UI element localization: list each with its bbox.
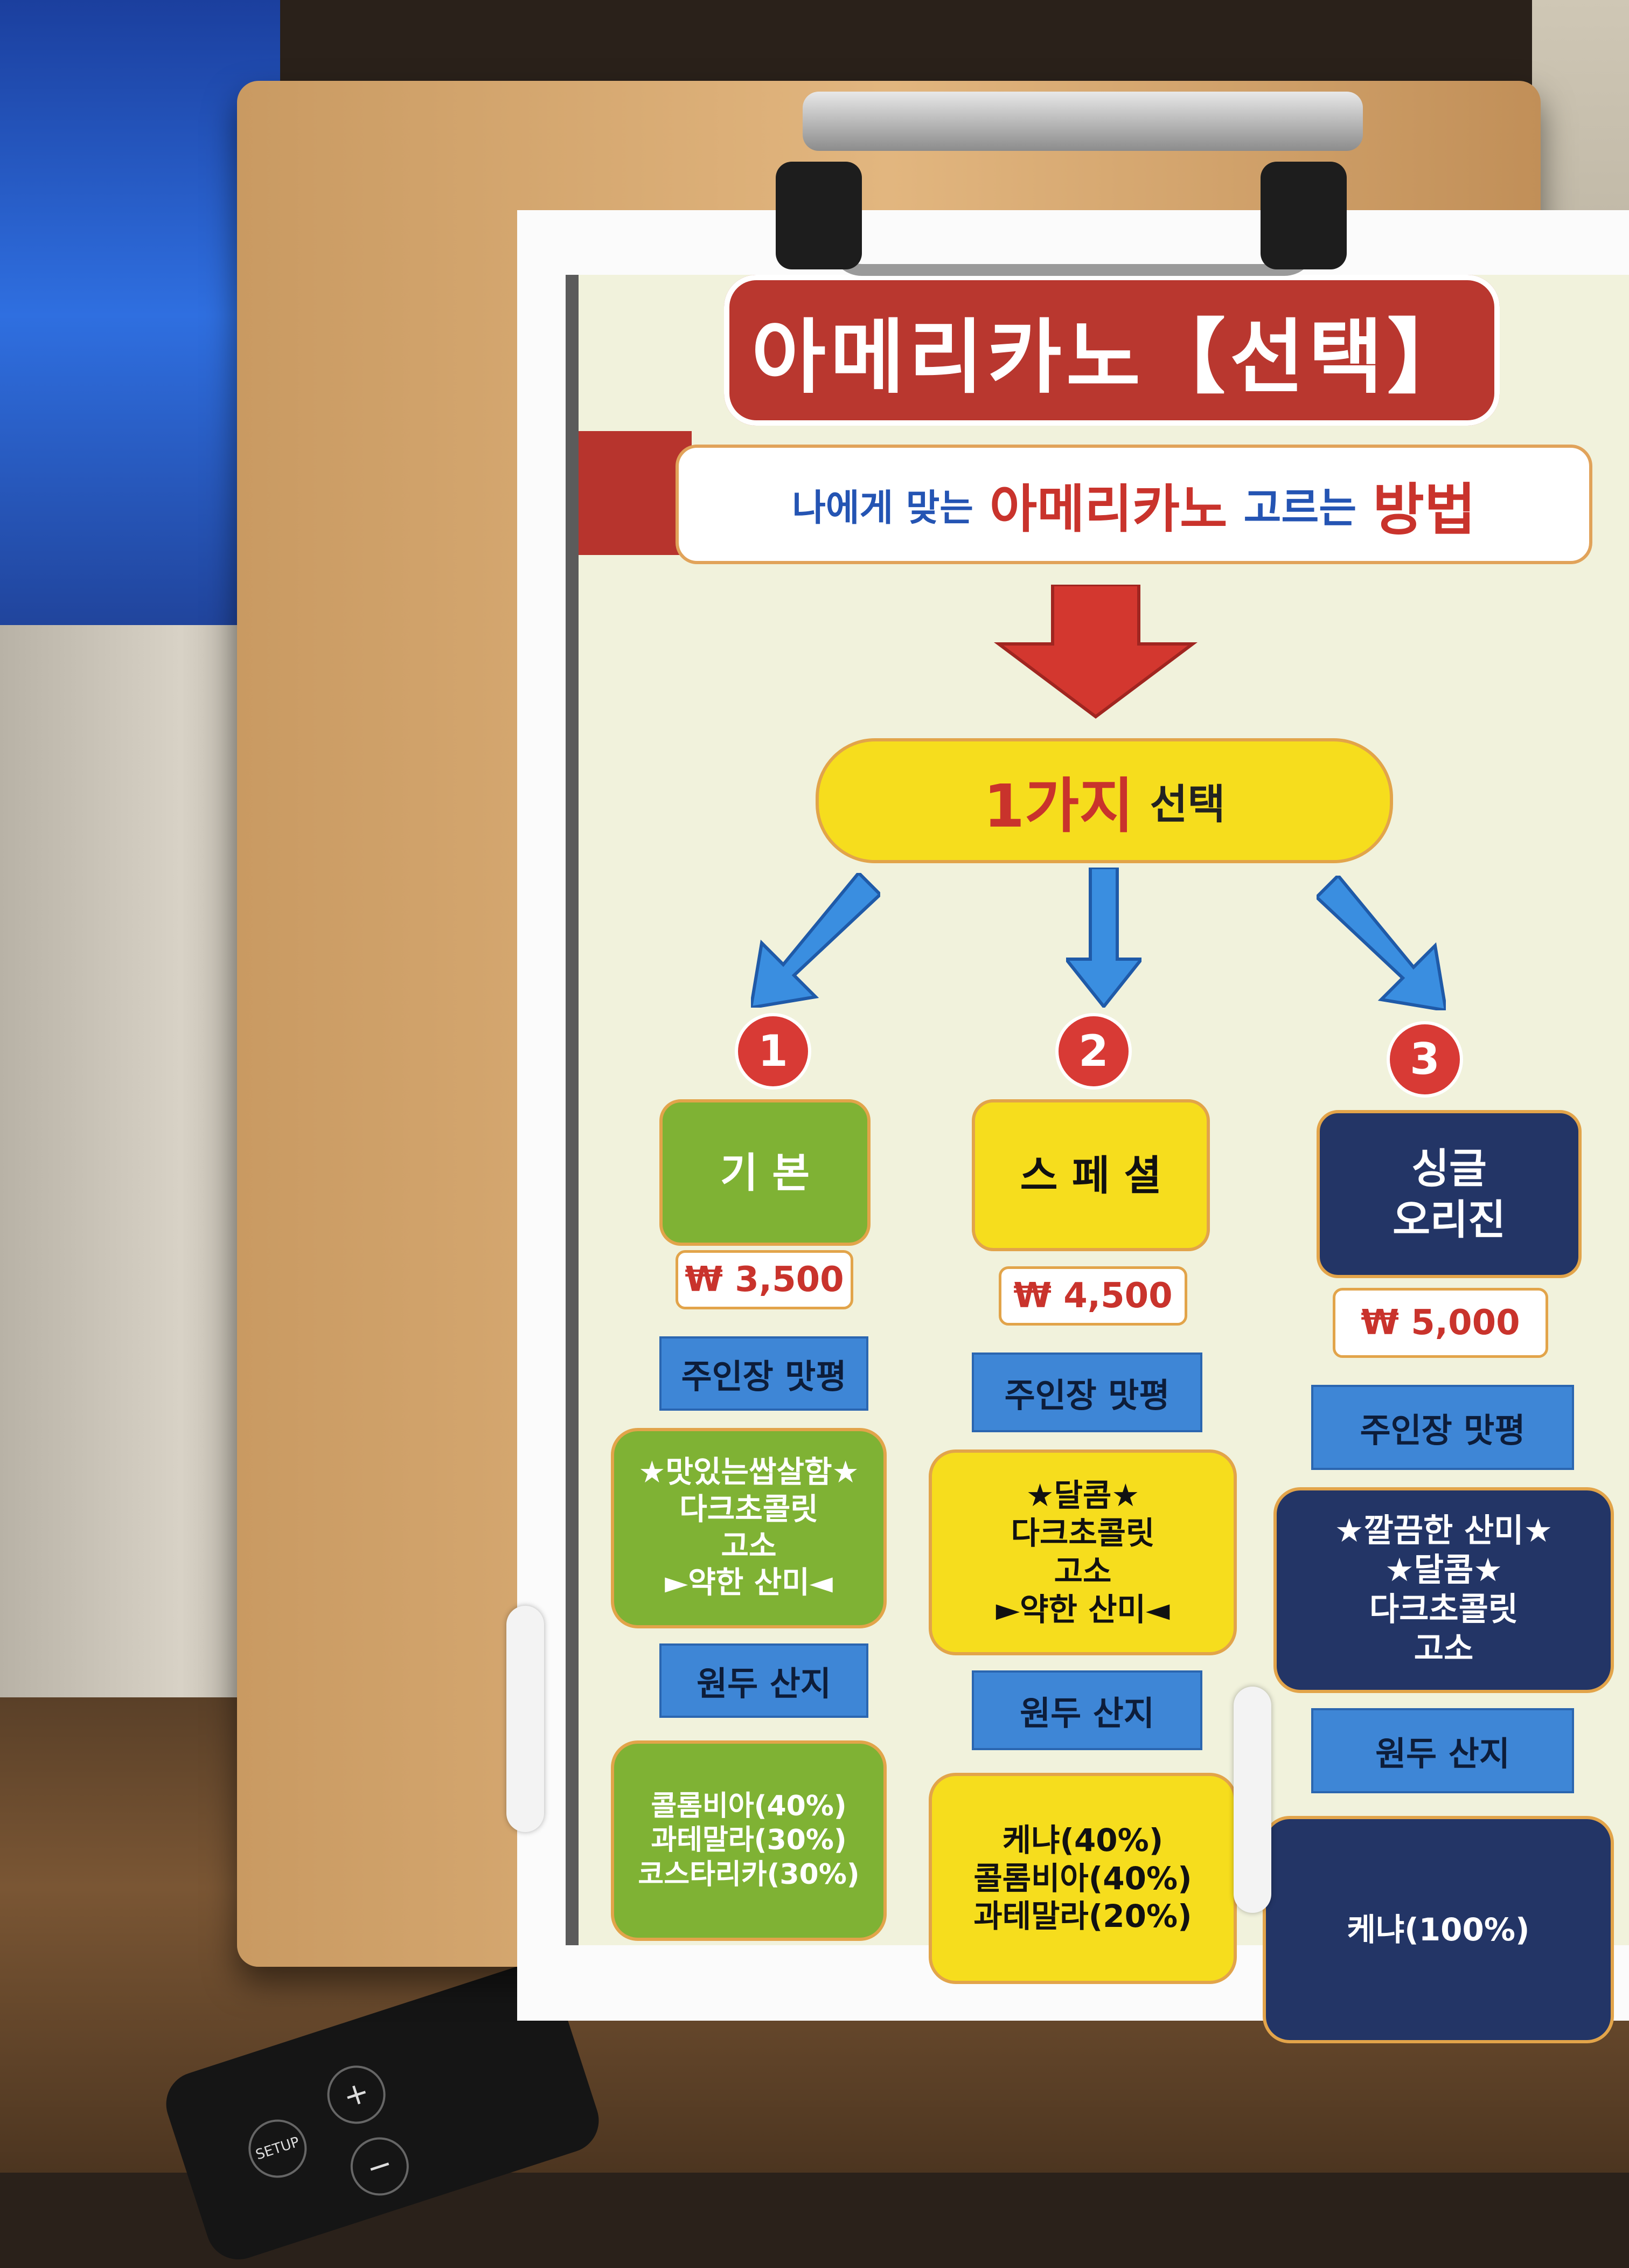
- option-1-price: ₩ 3,500: [676, 1250, 853, 1309]
- subtitle-banner: 나에게 맞는 아메리카노 고르는 방법: [676, 445, 1592, 564]
- remote-minus-button: −: [343, 2130, 416, 2203]
- subtitle-part-1: 나에게 맞는: [792, 487, 973, 530]
- option-3-review-line-2: ★달콤★: [1385, 1551, 1502, 1589]
- option-3-origin-label: 원두 산지: [1311, 1708, 1574, 1793]
- option-2-review-label: 주인장 맛평: [972, 1353, 1202, 1432]
- remote-plus-button: +: [319, 2058, 393, 2132]
- option-2-origin-line-3: 과테말라(20%): [973, 1898, 1192, 1935]
- option-1-number: 1: [735, 1013, 811, 1090]
- clip-wire: [830, 162, 1317, 276]
- page-title: 아메리카노【선택】: [751, 310, 1472, 405]
- option-1-name: 기 본: [659, 1099, 871, 1246]
- background-blue-display: [0, 0, 280, 700]
- select-one-banner: 1가지 선택: [816, 738, 1393, 863]
- option-2-review-line-3: 고소: [1054, 1553, 1112, 1590]
- option-2-origin-line-2: 콜롬비아(40%): [973, 1860, 1192, 1897]
- option-1-review: ★맛있는쌉살함★ 다크초콜릿 고소 ►약한 산미◄: [611, 1428, 887, 1628]
- option-2-price: ₩ 4,500: [999, 1266, 1187, 1326]
- clipboard: 아메리카노【선택】 나에게 맞는 아메리카노 고르는 방법 1가지 선택: [237, 81, 1629, 2043]
- option-3-price: ₩ 5,000: [1333, 1288, 1548, 1358]
- select-label: 선택: [1150, 780, 1226, 828]
- option-2-review-line-2: 다크초콜릿: [1011, 1515, 1155, 1552]
- decorative-red-block: [579, 431, 692, 555]
- option-2-number: 2: [1055, 1013, 1132, 1090]
- option-2-review-line-1: ★달콤★: [1026, 1476, 1140, 1514]
- option-1-review-line-2: 다크초콜릿: [679, 1492, 818, 1527]
- remote-setup-button: SETUP: [241, 2112, 315, 2186]
- option-2-origin-label: 원두 산지: [972, 1670, 1202, 1750]
- option-3-number: 3: [1387, 1021, 1463, 1098]
- title-banner: 아메리카노【선택】: [724, 275, 1500, 426]
- option-3-review-line-3: 다크초콜릿: [1369, 1591, 1518, 1628]
- option-3-origin: 케냐(100%): [1263, 1816, 1614, 2043]
- option-1-origin-label: 원두 산지: [659, 1643, 868, 1718]
- option-2-name: 스 페 셜: [972, 1099, 1210, 1251]
- clip-bar: [803, 92, 1363, 151]
- arrow-down-icon: [1066, 868, 1141, 1008]
- menu-poster: 아메리카노【선택】 나에게 맞는 아메리카노 고르는 방법 1가지 선택: [566, 275, 1629, 2043]
- option-3-review-line-1: ★깔끔한 산미★: [1334, 1511, 1553, 1550]
- option-1-origin-line-2: 과테말라(30%): [651, 1824, 847, 1857]
- option-3-review-line-4: 고소: [1414, 1630, 1474, 1668]
- option-2-review-line-4: ►약한 산미◄: [996, 1591, 1170, 1628]
- stand-peg-left: [506, 1606, 544, 1832]
- clip-hinge-left: [776, 162, 862, 269]
- option-1-review-label: 주인장 맛평: [659, 1336, 868, 1411]
- option-3-origin-line-1: 케냐(100%): [1347, 1911, 1530, 1948]
- option-3-review: ★깔끔한 산미★ ★달콤★ 다크초콜릿 고소: [1273, 1487, 1614, 1693]
- option-1-review-line-1: ★맛있는쌉살함★: [638, 1455, 859, 1490]
- option-2-review: ★달콤★ 다크초콜릿 고소 ►약한 산미◄: [929, 1449, 1237, 1655]
- option-3-name: 싱글 오리진: [1317, 1110, 1582, 1278]
- option-2-origin-line-1: 케냐(40%): [1002, 1821, 1164, 1858]
- option-1-origin-line-1: 콜롬비아(40%): [651, 1790, 847, 1822]
- subtitle-part-4: 방법: [1373, 476, 1476, 543]
- clip-hinge-right: [1261, 162, 1347, 269]
- option-1-origin: 콜롬비아(40%) 과테말라(30%) 코스타리카(30%): [611, 1740, 887, 1941]
- subtitle-part-3: 고르는: [1243, 484, 1357, 532]
- down-arrow-icon: [994, 585, 1198, 719]
- option-2-origin: 케냐(40%) 콜롬비아(40%) 과테말라(20%): [929, 1773, 1237, 1984]
- option-3-review-label: 주인장 맛평: [1311, 1385, 1574, 1470]
- option-1-review-line-4: ►약한 산미◄: [665, 1565, 833, 1601]
- select-count: 1가지: [983, 772, 1134, 841]
- menu-paper: 아메리카노【선택】 나에게 맞는 아메리카노 고르는 방법 1가지 선택: [517, 210, 1629, 2043]
- arrow-down-left-icon: [751, 873, 880, 1008]
- option-1-review-line-3: 고소: [721, 1529, 777, 1564]
- option-1-origin-line-3: 코스타리카(30%): [638, 1858, 860, 1891]
- arrow-down-right-icon: [1317, 876, 1446, 1010]
- stand-peg-right: [1234, 1687, 1271, 1913]
- subtitle-part-2: 아메리카노: [989, 478, 1228, 539]
